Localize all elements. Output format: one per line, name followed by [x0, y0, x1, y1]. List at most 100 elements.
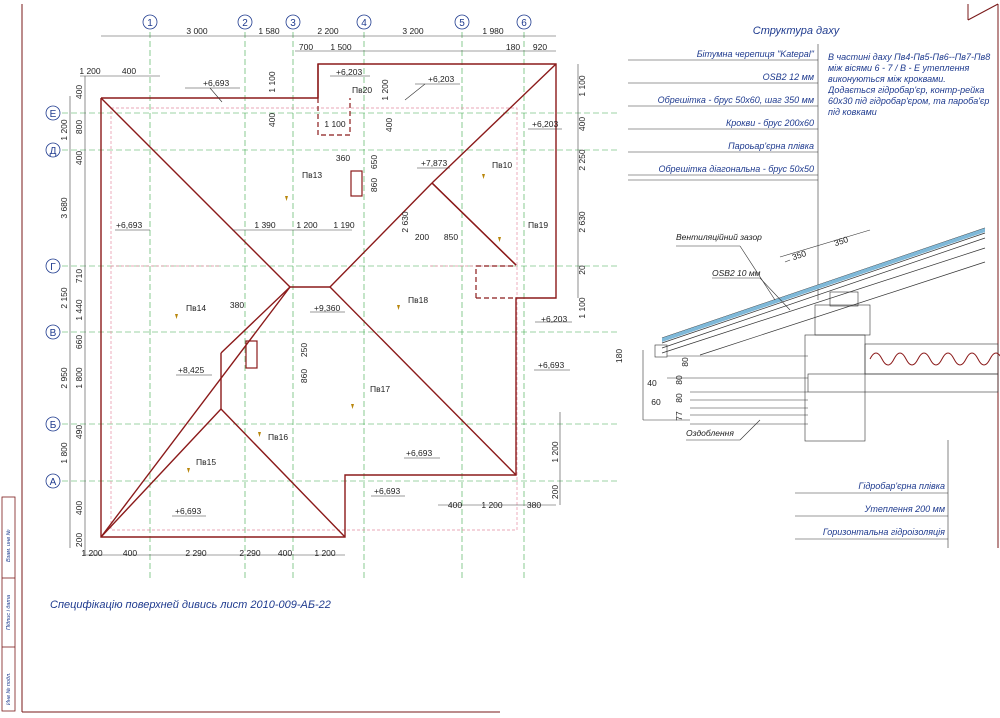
dim-right-7: 1 200: [550, 441, 560, 463]
axis-V-label: В: [50, 328, 57, 339]
level-7: +9,360: [314, 303, 341, 313]
horizontal-grid-lines: [62, 112, 620, 482]
dim-left-13: 1 800: [59, 442, 69, 464]
slope-pv20: Пв20: [352, 85, 372, 95]
dim-top-5: 1 980: [482, 26, 504, 36]
finishing-label: Оздоблення: [686, 428, 734, 438]
dim-bottom-1: 1 200: [81, 548, 103, 558]
dim-top-3: 2 200: [317, 26, 339, 36]
roof-detail: [642, 227, 1000, 442]
dim-left-4: 400: [74, 151, 84, 165]
roof-layer-5: Пароьар'єрна плівка: [728, 141, 814, 151]
dim-right-2: 400: [577, 117, 587, 131]
dim-left-15: 200: [74, 533, 84, 547]
detail-dim-2: 350: [833, 234, 850, 248]
dim-left-1: 400: [74, 85, 84, 99]
dim-left-11: 1 800: [74, 367, 84, 389]
dim-inner-3: 1 190: [333, 220, 355, 230]
dim-left-2: 1 200: [59, 119, 69, 141]
vertical-grid-lines: [149, 32, 525, 578]
level-11: +6,693: [406, 448, 433, 458]
axis-bubbles-left: [45, 105, 61, 489]
axis-2-label: 2: [242, 18, 248, 29]
dim-right-5: 20: [577, 265, 587, 275]
dim-top-6: 700: [299, 42, 313, 52]
dim-inner-9: 850: [444, 232, 458, 242]
dim-bottom-8: 1 200: [481, 500, 503, 510]
dim-top-8: 180: [506, 42, 520, 52]
dim-bottom-3: 2 290: [185, 548, 207, 558]
axis-5-label: 5: [459, 18, 465, 29]
dim-top-9: 920: [533, 42, 547, 52]
roof-note: В частині даху Пв4-Пв5-Пв6--Пв7-Пв8 між …: [828, 52, 991, 117]
stamp-text-3: Инв № подл.: [6, 672, 12, 705]
roof-note-wrap: В частині даху Пв4-Пв5-Пв6--Пв7-Пв8 між …: [828, 52, 991, 117]
bottom-layer-3: Горизонтальна гідроізоляція: [823, 527, 945, 537]
dim-inner-7: 2 630: [400, 211, 410, 233]
level-3: +6,203: [428, 74, 455, 84]
spec-note: Специфікацію поверхней дивись лист 2010-…: [50, 599, 331, 611]
slope-pv10: Пв10: [492, 160, 512, 170]
dimension-lines: [69, 35, 579, 556]
dim-inner-17: 400: [384, 118, 394, 132]
axis-3-label: 3: [290, 18, 296, 29]
axis-G-label: Г: [50, 262, 56, 273]
slope-pv13: Пв13: [302, 170, 322, 180]
bottom-layers-lines: [795, 440, 949, 548]
dim-inner-13: 1 200: [380, 79, 390, 101]
slope-pv18: Пв18: [408, 295, 428, 305]
level-13: +6,693: [175, 506, 202, 516]
dim-inner-4: 360: [336, 153, 350, 163]
stamp-text-1: Взам. инв №: [6, 529, 12, 562]
dim-bottom-5: 400: [278, 548, 292, 558]
roof-layer-2: OSB2 12 мм: [763, 72, 814, 82]
level-9: +8,425: [178, 365, 205, 375]
axis-A-label: А: [50, 477, 57, 488]
axis-6-label: 6: [521, 18, 527, 29]
level-leaders: [115, 75, 572, 517]
axis-1-label: 1: [147, 18, 153, 29]
dim-inner-8: 200: [415, 232, 429, 242]
dim-bottom-2: 400: [123, 548, 137, 558]
dim-left-10: 2 950: [59, 367, 69, 389]
osb-label: OSB2 10 мм: [712, 268, 761, 278]
dim-top-1: 3 000: [186, 26, 208, 36]
dim-right-3: 2 250: [577, 149, 587, 171]
dim-left-14: 400: [74, 501, 84, 515]
dim-inner-1: 1 390: [254, 220, 276, 230]
axis-D-label: Д: [50, 146, 57, 157]
roof-structure-lines: [628, 44, 819, 300]
dim-inner-16: 860: [299, 369, 309, 383]
dim-inner-15: 250: [299, 343, 309, 357]
level-8: +6,203: [541, 314, 568, 324]
detail-dim-5: 40: [647, 378, 657, 388]
detail-dim-6: 80: [674, 375, 684, 385]
level-6: +6,693: [116, 220, 143, 230]
dim-left-9: 660: [74, 335, 84, 349]
dim-inner-6: 860: [369, 178, 379, 192]
slope-arrows: [175, 174, 501, 473]
slope-pv17: Пв17: [370, 384, 390, 394]
dim-right-4: 2 630: [577, 211, 587, 233]
dim-bottom-7: 400: [448, 500, 462, 510]
detail-dim-4: 80: [680, 357, 690, 367]
slope-pv15: Пв15: [196, 457, 216, 467]
level-5: +7,873: [421, 158, 448, 168]
level-2: +6,203: [336, 67, 363, 77]
chimneys: [245, 170, 363, 369]
roof-structure-title: Структура даху: [753, 25, 841, 37]
dim-left-6: 710: [74, 269, 84, 283]
detail-dim-1: 350: [791, 248, 808, 262]
stamp-text-2: Підпис і дата: [6, 595, 12, 630]
roof-outline: [100, 63, 557, 538]
dim-left-5: 3 680: [59, 197, 69, 219]
level-4: +6,203: [532, 119, 559, 129]
dim-left-3: 800: [74, 120, 84, 134]
dim-inner-2: 1 200: [296, 220, 318, 230]
dim-inner-10: 1 100: [267, 71, 277, 93]
axis-B-label: Б: [50, 420, 57, 431]
sheet-frame: [21, 3, 999, 713]
dim-bottom-6: 1 200: [314, 548, 336, 558]
dim-top-10: 1 200: [79, 66, 101, 76]
